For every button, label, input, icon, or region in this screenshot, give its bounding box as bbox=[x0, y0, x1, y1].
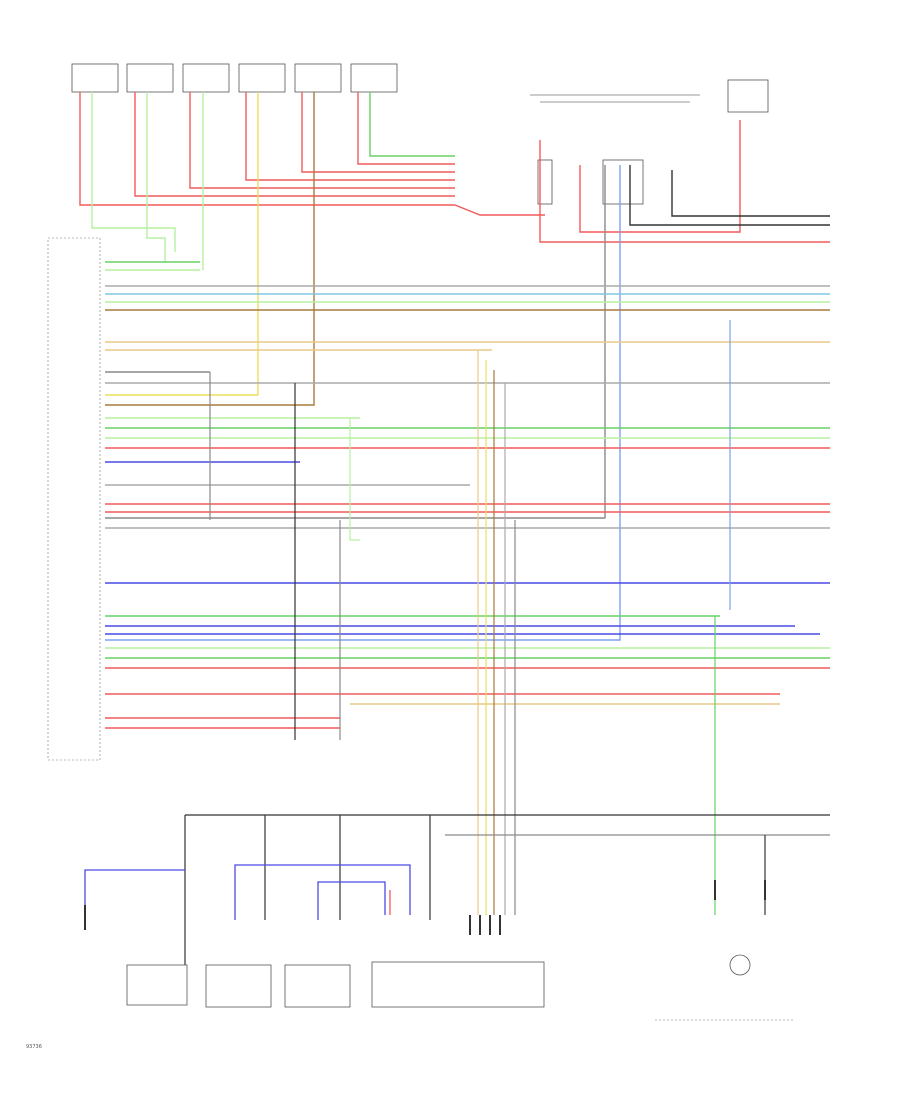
wire-injector-4-red bbox=[245, 92, 455, 181]
wire-relay-gray bbox=[105, 165, 606, 519]
fuel-injector-5 bbox=[294, 63, 342, 93]
ignition-coil-3 bbox=[284, 964, 351, 1008]
ecm-harness-wires bbox=[105, 261, 830, 729]
fuel-injector-4 bbox=[238, 63, 286, 93]
ignition-coil-wires bbox=[84, 864, 411, 920]
wire-relay-red-1 bbox=[539, 140, 830, 243]
automatic-transaxle-box bbox=[371, 961, 545, 1008]
injector-feed-wires bbox=[79, 92, 545, 406]
wire-relay-black-2 bbox=[671, 170, 830, 217]
fuel-injector-1 bbox=[71, 63, 119, 93]
wire-injector-1-red bbox=[79, 92, 455, 206]
wire-injector-6-red bbox=[357, 92, 455, 165]
vertical-drop-wires bbox=[209, 320, 731, 915]
wire-injector-2-lightgreen bbox=[146, 92, 166, 262]
wire-relay-blue bbox=[105, 165, 621, 641]
page-code: 93736 bbox=[26, 1044, 42, 1050]
engine-control-module-outline bbox=[47, 237, 101, 761]
speed-sensor bbox=[729, 954, 751, 976]
wire-coil-blue-3 bbox=[317, 881, 386, 920]
fuel-injector-2 bbox=[126, 63, 174, 93]
wire-relay-red-2 bbox=[579, 120, 741, 233]
fuel-injector-3 bbox=[182, 63, 230, 93]
wire-relay-black-1 bbox=[629, 165, 830, 226]
relay-connector-1 bbox=[537, 159, 553, 205]
fuel-injector-6 bbox=[350, 63, 398, 93]
wire-injector-6-lightgreen bbox=[369, 92, 455, 157]
wire-injector-5-red bbox=[301, 92, 455, 173]
wire-coil-blue-2 bbox=[234, 864, 411, 920]
wire-drop-lightgreen bbox=[349, 418, 360, 541]
wire-ignition-red-feed bbox=[454, 204, 545, 216]
wire-injector-2-red bbox=[134, 92, 455, 197]
wire-injector-1-green bbox=[91, 92, 176, 252]
wire-injector-5-brown bbox=[105, 92, 315, 406]
wire-coil-blue-1 bbox=[84, 869, 185, 910]
relay-wires bbox=[105, 120, 830, 641]
ground-bus bbox=[184, 814, 830, 965]
wire-injector-3-red bbox=[189, 92, 455, 189]
ignition-coil-2 bbox=[205, 964, 272, 1008]
lower-connector-stubs bbox=[84, 880, 766, 935]
ignition-switch-box bbox=[727, 79, 769, 113]
fuel-injector-group bbox=[71, 63, 398, 93]
relay-connector-2 bbox=[602, 159, 644, 205]
relay-assembly bbox=[530, 79, 769, 205]
ignition-coil-1 bbox=[126, 964, 188, 1006]
